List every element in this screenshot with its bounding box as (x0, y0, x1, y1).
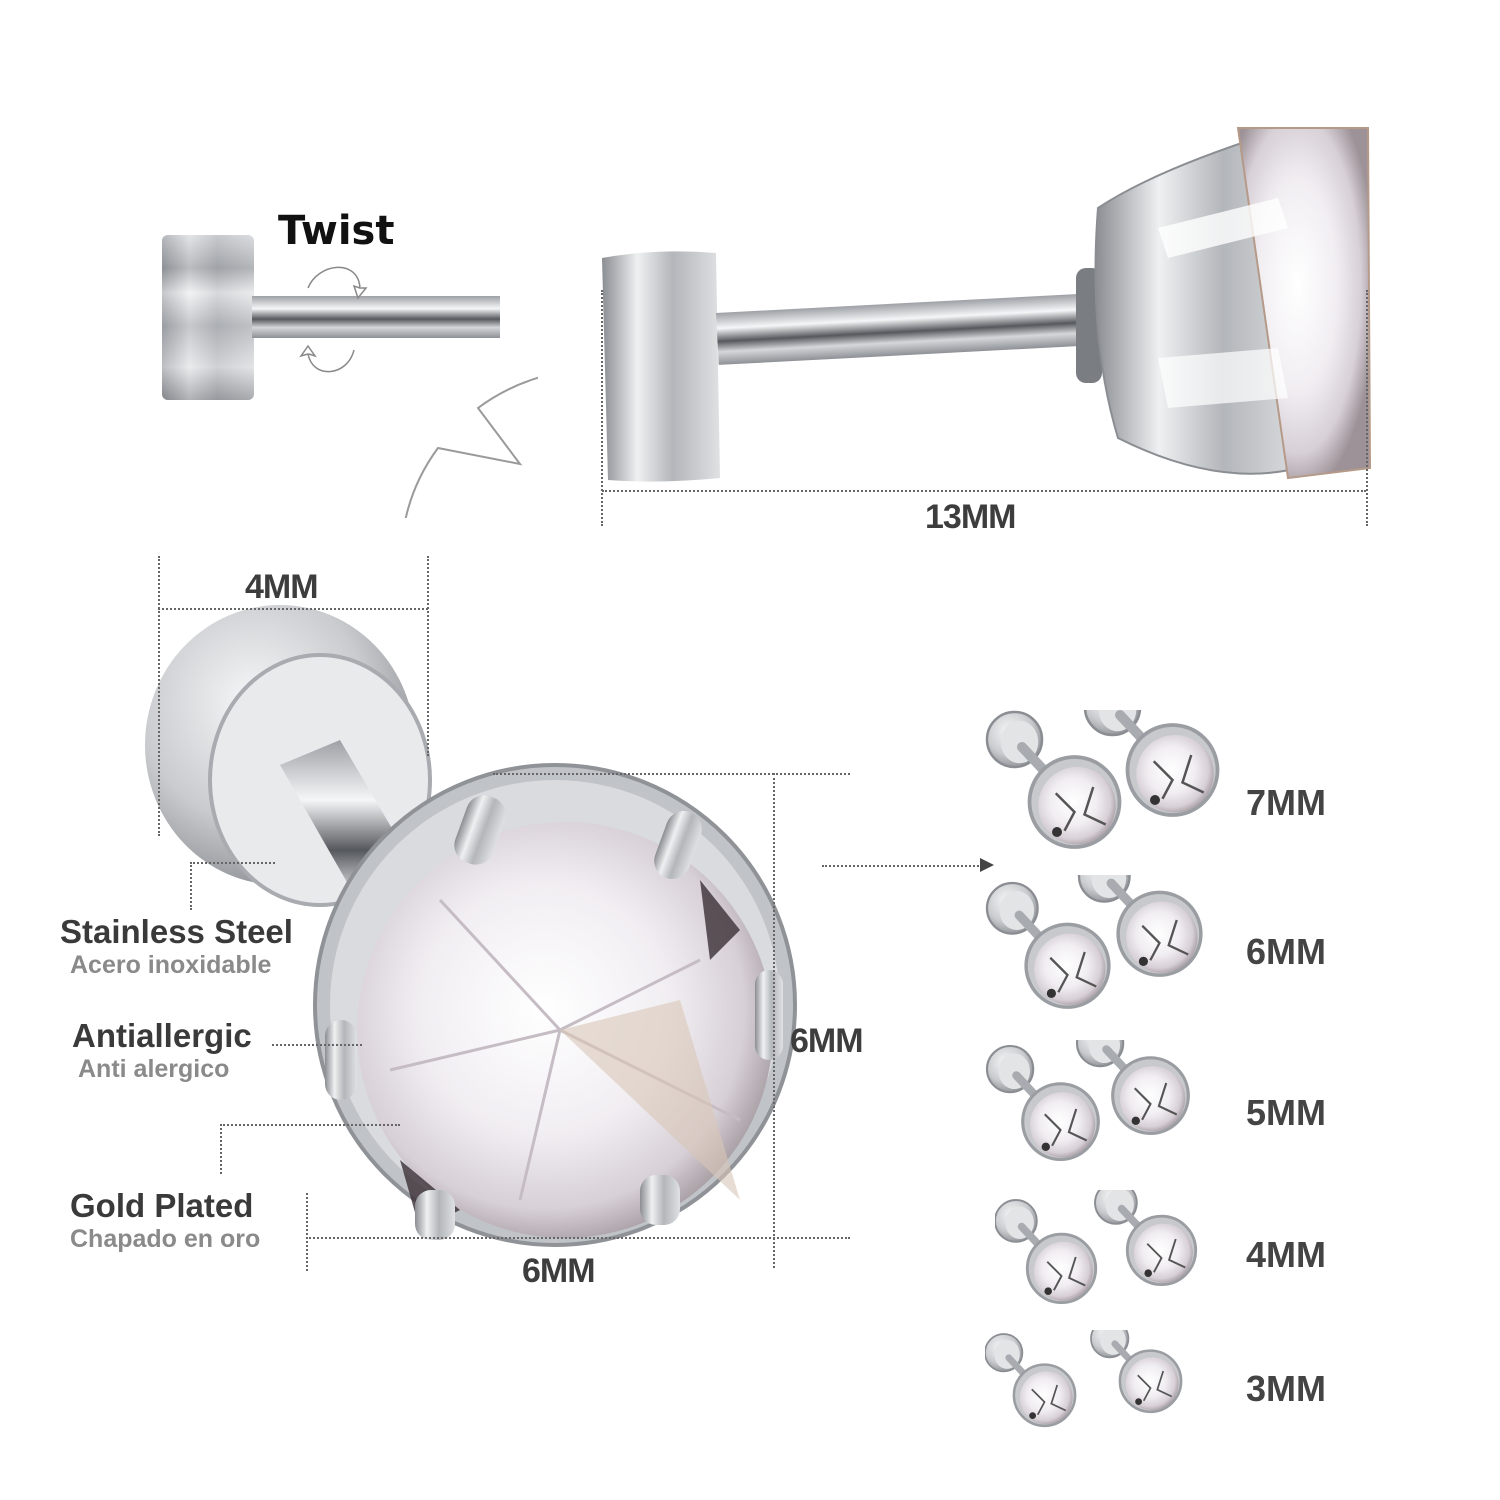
size-label: 5MM (1246, 1092, 1326, 1133)
sizes-pointer-line (822, 865, 982, 867)
total-length-dim-tick-right (1366, 290, 1368, 526)
speech-bubble-icon (162, 235, 538, 518)
size-label: 6MM (1246, 931, 1326, 972)
back-width-dim-tick-left (158, 556, 160, 836)
earring-front-icon (145, 605, 797, 1247)
earring-pair-icon (985, 710, 1245, 850)
feature-subtitle: Chapado en oro (70, 1225, 261, 1253)
antiallergic-pointer-line (272, 1044, 362, 1046)
feature-subtitle: Acero inoxidable (70, 951, 272, 979)
size-row-3mm[interactable]: 3MM (985, 1330, 1365, 1460)
size-row-4mm[interactable]: 4MM (995, 1190, 1365, 1320)
back-width-dim-tick-right (427, 556, 429, 756)
size-label: 4MM (1246, 1234, 1326, 1275)
back-width-label: 4MM (245, 568, 319, 606)
feature-title: Gold Plated (70, 1187, 254, 1224)
earring-side-view (598, 108, 1378, 488)
size-row-5mm[interactable]: 5MM (985, 1040, 1365, 1180)
twist-callout: Twist (118, 118, 538, 518)
total-length-dim-line (602, 490, 1366, 492)
stone-width-dim-tick-left (306, 1193, 308, 1271)
earring-pair-icon (985, 1330, 1245, 1460)
twist-label: Twist (278, 208, 395, 254)
feature-antiallergic: Antiallergic Anti alergico (72, 1017, 252, 1084)
earring-pair-icon (985, 875, 1245, 1015)
stone-height-dim-line (773, 773, 775, 1268)
size-label: 7MM (1246, 782, 1326, 823)
stone-height-dim-top (493, 773, 850, 775)
back-width-dim-line (158, 608, 428, 610)
total-length-label: 13MM (925, 498, 1016, 536)
feature-gold-plated: Gold Plated Chapado en oro (70, 1187, 260, 1254)
stainless-pointer-line (190, 862, 192, 910)
total-length-dim-tick-left (601, 290, 603, 526)
arrow-right-icon (980, 858, 994, 872)
earring-front-view (140, 600, 800, 1260)
gold-pointer-line-h (220, 1124, 400, 1126)
feature-subtitle: Anti alergico (78, 1055, 230, 1083)
feature-stainless-steel: Stainless Steel Acero inoxidable (60, 913, 293, 980)
size-row-6mm[interactable]: 6MM (985, 875, 1365, 1015)
size-row-7mm[interactable]: 7MM (985, 710, 1365, 850)
stone-width-label: 6MM (522, 1252, 596, 1290)
earring-pair-icon (995, 1190, 1245, 1320)
gold-pointer-line-v (220, 1124, 222, 1174)
earring-pair-icon (985, 1040, 1245, 1180)
stone-height-label: 6MM (790, 1022, 864, 1060)
earring-side-icon (602, 127, 1372, 482)
size-label: 3MM (1246, 1368, 1326, 1409)
stainless-pointer-line-h (190, 862, 275, 864)
stone-height-dim-bottom (306, 1237, 850, 1239)
feature-title: Antiallergic (72, 1017, 252, 1054)
feature-title: Stainless Steel (60, 913, 293, 950)
